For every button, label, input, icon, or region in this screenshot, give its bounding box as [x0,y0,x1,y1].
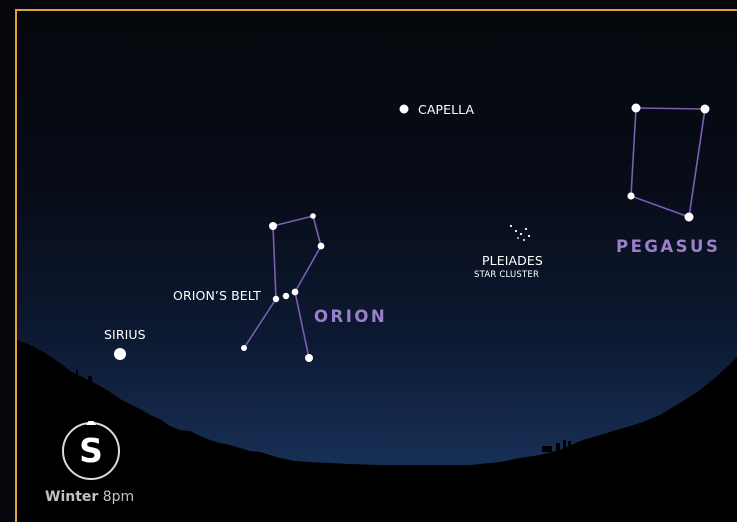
season-name: Winter [45,489,99,505]
capella-label: CAPELLA [418,102,475,117]
frame-top-border [15,9,737,11]
orion-label: ORION [314,307,388,326]
orion-belt-star [272,295,280,303]
compass-ring-icon [62,421,120,480]
orion-star-rigel [305,354,313,362]
orion-star [310,213,316,219]
compass: S [61,421,121,481]
pegasus-star [700,104,710,114]
pegasus-label: PEGASUS [616,237,721,256]
orion-belt-star [291,288,299,296]
season-time: 8pm [102,489,135,505]
horizon-silhouette [17,340,737,522]
orion-lines [243,215,322,359]
pleiades-label: PLEIADES [482,253,543,268]
orion-star-betelgeuse [269,222,277,230]
compass-direction: S [79,431,103,470]
orion-star [317,242,325,250]
horizon-details [70,370,571,452]
capella-star [399,104,409,114]
orion-star-saiph [241,345,247,351]
orions-belt-label: ORION’S BELT [173,288,261,303]
pegasus-star [627,192,635,200]
north-arrow-icon [86,421,96,425]
frame-left-border [15,9,17,522]
pegasus-star [631,103,641,113]
pleiades-cluster [509,224,531,241]
sirius-label: SIRIUS [104,327,146,342]
season-caption: Winter 8pm [45,489,134,505]
orion-belt-star [282,292,290,300]
sirius-star [114,348,126,360]
pegasus-star [684,212,694,222]
stars [114,103,710,362]
pegasus-lines [630,107,706,218]
pleiades-sublabel: STAR CLUSTER [474,270,540,280]
